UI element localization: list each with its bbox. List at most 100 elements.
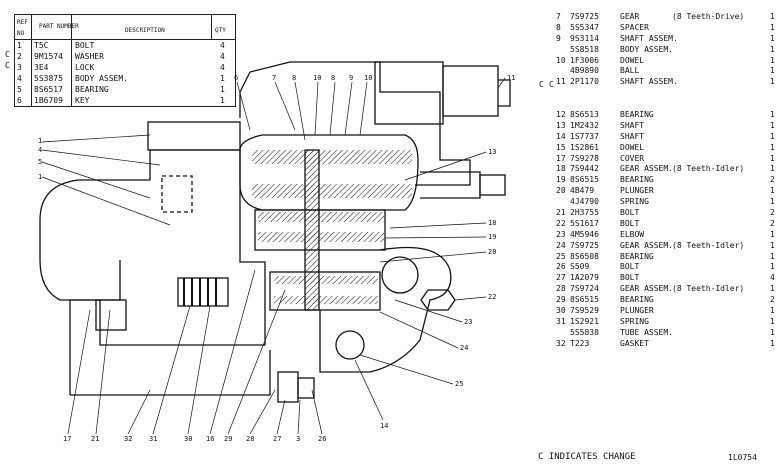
cell-desc: BEARING — [620, 175, 654, 185]
cell-ref: 20 — [556, 186, 566, 196]
hidden-port — [161, 175, 193, 213]
cell-part: 2P1170 — [570, 77, 599, 87]
cell-note: (8 Teeth-Idler) — [672, 284, 745, 294]
cell-desc: SHAFT — [620, 131, 645, 141]
change-mark: C — [539, 80, 544, 89]
cell-qty: 1 — [770, 229, 775, 239]
cell-ref: 11 — [556, 77, 566, 87]
bolt-flange — [147, 121, 241, 151]
cell-desc: GASKET — [620, 338, 649, 348]
cell-qty: 4 — [220, 52, 225, 61]
callout-32: 32 — [124, 435, 132, 443]
cell-desc: TUBE ASSEM. — [620, 327, 673, 337]
cell-qty: 1 — [770, 306, 775, 316]
cell-desc: SPRING — [620, 197, 649, 207]
cell-ref: 6 — [17, 96, 22, 105]
cell-qty: 1 — [770, 316, 775, 326]
cell-ref: 15 — [556, 142, 566, 152]
elbow-fitting — [277, 371, 299, 403]
cell-desc: SHAFT ASSEM. — [620, 33, 678, 43]
cell-ref: 12 — [556, 110, 566, 120]
cell-ref: 2 — [17, 52, 22, 61]
cell-qty: 2 — [770, 295, 775, 305]
cell-part: 7S9725 — [570, 12, 599, 21]
cell-desc: SHAFT ASSEM. — [620, 77, 678, 87]
callout-25: 25 — [455, 380, 463, 388]
cell-part: 9M1574 — [34, 52, 63, 61]
cell-desc: BOLT — [620, 262, 640, 272]
callout-31: 31 — [149, 435, 157, 443]
cell-desc: BEARING — [620, 251, 654, 261]
cell-part: 1A2079 — [570, 273, 599, 283]
cell-desc: COVER — [620, 153, 645, 163]
cell-part: 8S6513 — [570, 110, 599, 120]
callout-18: 18 — [488, 219, 496, 227]
cell-ref: 24 — [556, 240, 566, 250]
cell-desc: GEAR ASSEM. — [620, 284, 673, 294]
cell-part: 2H3755 — [570, 208, 599, 218]
callout-10: 10 — [313, 74, 321, 82]
cell-qty: 4 — [220, 41, 225, 50]
cell-ref: 28 — [556, 284, 566, 294]
cell-ref: 26 — [556, 262, 566, 272]
cell-part: 5S5838 — [570, 327, 599, 337]
ref-no-header: REF NO — [17, 19, 28, 37]
left-table-header: REF NO PART NUMBER DESCRIPTION QTY — [15, 15, 235, 40]
cell-part: 8S6517 — [34, 85, 63, 94]
cell-desc: DOWEL — [620, 55, 645, 65]
cell-part: 1M2432 — [570, 120, 599, 130]
cell-part: 8S6515 — [570, 295, 599, 305]
cell-part: S509 — [570, 262, 590, 272]
cell-ref: 17 — [556, 153, 566, 163]
cell-ref: 32 — [556, 338, 566, 348]
footer-note: C INDICATES CHANGE — [538, 452, 636, 462]
callout-1: 1 — [38, 137, 42, 145]
cell-qty: 1 — [770, 66, 775, 76]
cell-desc: SPACER — [620, 22, 649, 32]
shaft-spline — [479, 174, 506, 196]
gear-housing — [239, 134, 419, 211]
bearing-circle — [335, 330, 365, 360]
cell-ref: 14 — [556, 131, 566, 141]
cell-ref: 18 — [556, 164, 566, 174]
cell-desc: GEAR — [620, 12, 640, 21]
cell-qty: 1 — [770, 120, 775, 130]
shaft-assem-housing — [442, 65, 499, 117]
cell-part: 5S8518 — [570, 44, 599, 54]
cell-part: 5S3875 — [34, 74, 63, 83]
cell-part: T223 — [570, 338, 590, 348]
cell-note: (8 Teeth-Idler) — [672, 240, 745, 250]
cell-qty: 4 — [220, 63, 225, 72]
cell-qty: 4 — [770, 273, 775, 283]
callout-23: 23 — [464, 318, 472, 326]
cell-part: 3E4 — [34, 63, 49, 72]
cell-ref: 9 — [556, 33, 561, 43]
cell-part: 1F3006 — [570, 55, 599, 65]
cell-part: 8S6508 — [570, 251, 599, 261]
callout-13: 13 — [488, 148, 496, 156]
cell-qty: 1 — [770, 153, 775, 163]
cell-qty: 1 — [770, 251, 775, 261]
callout-27: 27 — [273, 435, 281, 443]
change-mark: C — [549, 80, 554, 89]
cell-desc: SHAFT — [620, 120, 645, 130]
cell-desc: PLUNGER — [620, 306, 654, 316]
cell-part: 4J4790 — [570, 197, 599, 207]
body-top-outline — [239, 61, 471, 186]
